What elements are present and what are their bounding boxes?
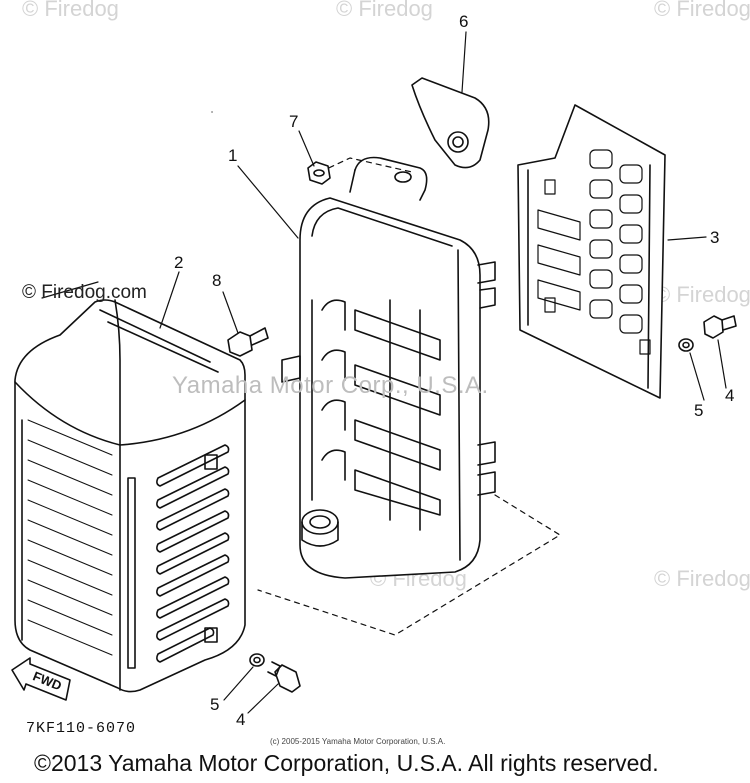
fwd-arrow-icon: [11, 657, 71, 701]
callout-5-right: 5: [694, 401, 704, 420]
copyright-notice: ©2013 Yamaha Motor Corporation, U.S.A. A…: [34, 750, 659, 776]
watermark-firedog-3: © Firedog: [654, 0, 750, 21]
watermark-firedog-5: © Firedog: [654, 566, 750, 591]
watermark-firedog-1: © Firedog: [22, 0, 119, 21]
washer-5-bottom: [249, 653, 265, 667]
leader-lines: [41, 31, 727, 714]
front-protector: [14, 299, 246, 693]
watermark-center: Yamaha Motor Corp., U.S.A.: [172, 372, 489, 399]
small-copyright: (c) 2005-2015 Yamaha Motor Corporation, …: [270, 737, 446, 746]
callout-8: 8: [212, 271, 222, 290]
bolt-4-bottom: [267, 661, 301, 693]
gasket: [411, 77, 490, 169]
callout-1: 1: [228, 146, 238, 165]
bolt-8: [227, 327, 269, 357]
washer-5-right: [678, 338, 694, 352]
diagram-code: 7KF110-6070: [26, 720, 137, 737]
nut: [307, 161, 331, 185]
bolt-4-right: [703, 315, 737, 339]
callout-7: 7: [289, 112, 299, 131]
callout-4-bottom: 4: [236, 710, 246, 729]
muffler-body: [281, 156, 496, 579]
callout-5-bottom: 5: [210, 695, 220, 714]
watermark-firedog-4: © Firedog: [654, 282, 750, 307]
assembly-lines: [211, 111, 561, 636]
callout-2: 2: [174, 253, 184, 272]
callout-6: 6: [459, 12, 469, 31]
callout-3: 3: [710, 228, 720, 247]
watermark-firedog-2: © Firedog: [336, 0, 433, 21]
callout-4-right: 4: [725, 386, 735, 405]
rear-protector: [517, 104, 666, 399]
site-label: © Firedog.com: [22, 282, 147, 303]
